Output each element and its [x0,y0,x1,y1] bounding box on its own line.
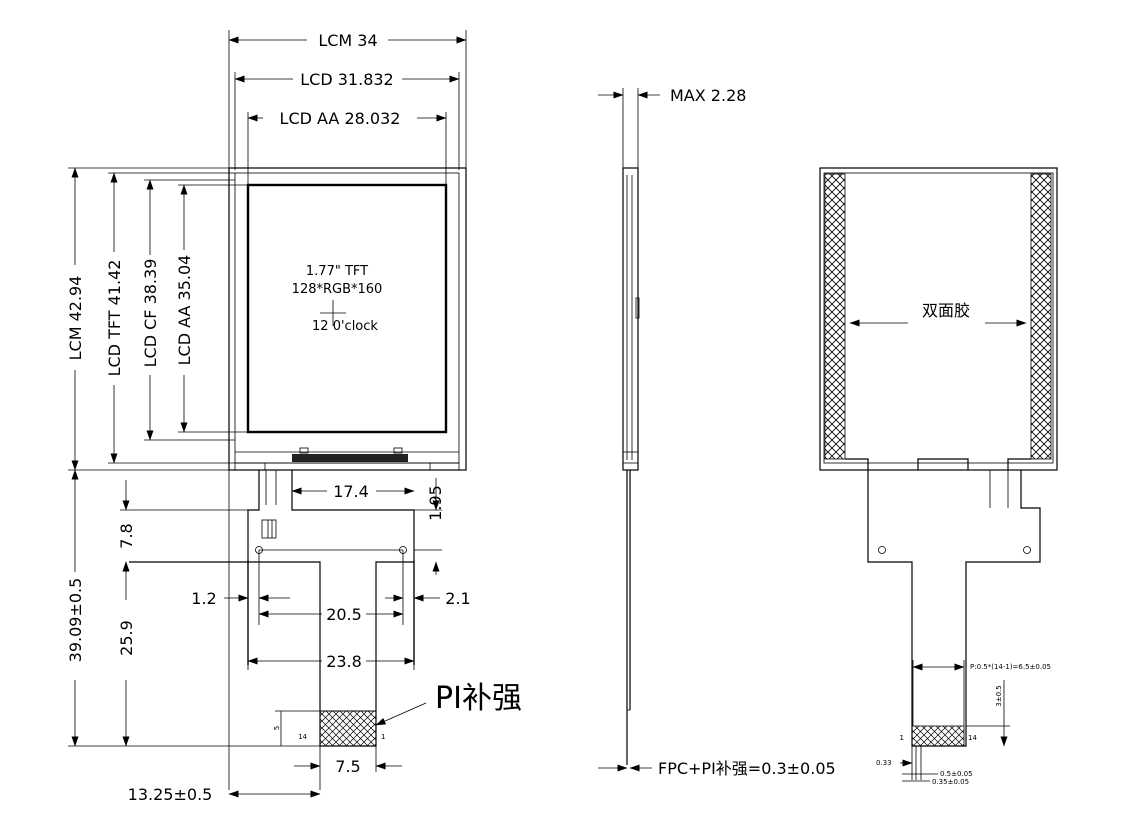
lcm-width-label: LCM 34 [318,31,377,50]
pi-callout-label: PI补强 [435,681,522,716]
dim-1-2-label: 1.2 [191,589,216,608]
pitch-label: P:0.5*(14-1)=6.5±0.05 [970,663,1051,671]
dim-1-95-label: 1.95 [426,485,445,521]
double-sided-tape-label: 双面胶 [922,301,970,320]
dim-2-1-label: 2.1 [445,589,470,608]
cf-height-label: LCD CF 38.39 [141,259,160,368]
aa-height-label: LCD AA 35.04 [175,255,194,366]
pin-1-label: 1 [381,733,385,741]
fpc-connector [292,454,408,462]
dim-5-label: 5 [273,726,281,730]
pi-reinforcement [319,710,377,747]
dim-05-label: 0.5±0.05 [940,770,973,778]
dim-23-8-label: 23.8 [326,652,362,671]
dim-033-label: 0.33 [876,759,892,767]
panel-size-label: 1.77" TFT [306,264,368,279]
max-thickness-label: MAX 2.28 [670,86,746,105]
dim-13-25-label: 13.25±0.5 [128,785,213,804]
front-view: 1.77" TFT 128*RGB*160 12 0'clock LCM 34 … [66,30,522,804]
resolution-label: 128*RGB*160 [292,282,383,297]
pin-14-label: 14 [298,733,307,741]
dim-3-label: 3±0.5 [995,685,1003,706]
lcm-height-label: LCM 42.94 [66,276,85,361]
pin-contacts [911,725,965,747]
dim-39-09-label: 39.09±0.5 [66,578,85,663]
dim-25-9-label: 25.9 [117,620,136,656]
back-pin-14-label: 14 [968,734,977,742]
tape-right [1030,173,1052,460]
lcd-width-label: LCD 31.832 [300,70,393,89]
tape-left [824,173,846,460]
fpc-thickness-label: FPC+PI补强=0.3±0.05 [658,759,836,778]
back-view: 双面胶 1 14 P:0.5*(14-1)=6.5±0.05 3±0.5 0.3… [819,167,1058,786]
dim-035-label: 0.35±0.05 [932,778,969,786]
dim-17-4-label: 17.4 [333,482,369,501]
viewing-direction-label: 12 0'clock [312,319,378,334]
tft-height-label: LCD TFT 41.42 [105,260,124,377]
dim-7-8-label: 7.8 [117,523,136,548]
aa-width-label: LCD AA 28.032 [280,109,401,128]
back-pin-1-label: 1 [900,734,904,742]
side-view: MAX 2.28 FPC+PI补强=0.3±0.05 [598,86,836,778]
dim-20-5-label: 20.5 [326,605,362,624]
dim-7-5-label: 7.5 [335,757,360,776]
